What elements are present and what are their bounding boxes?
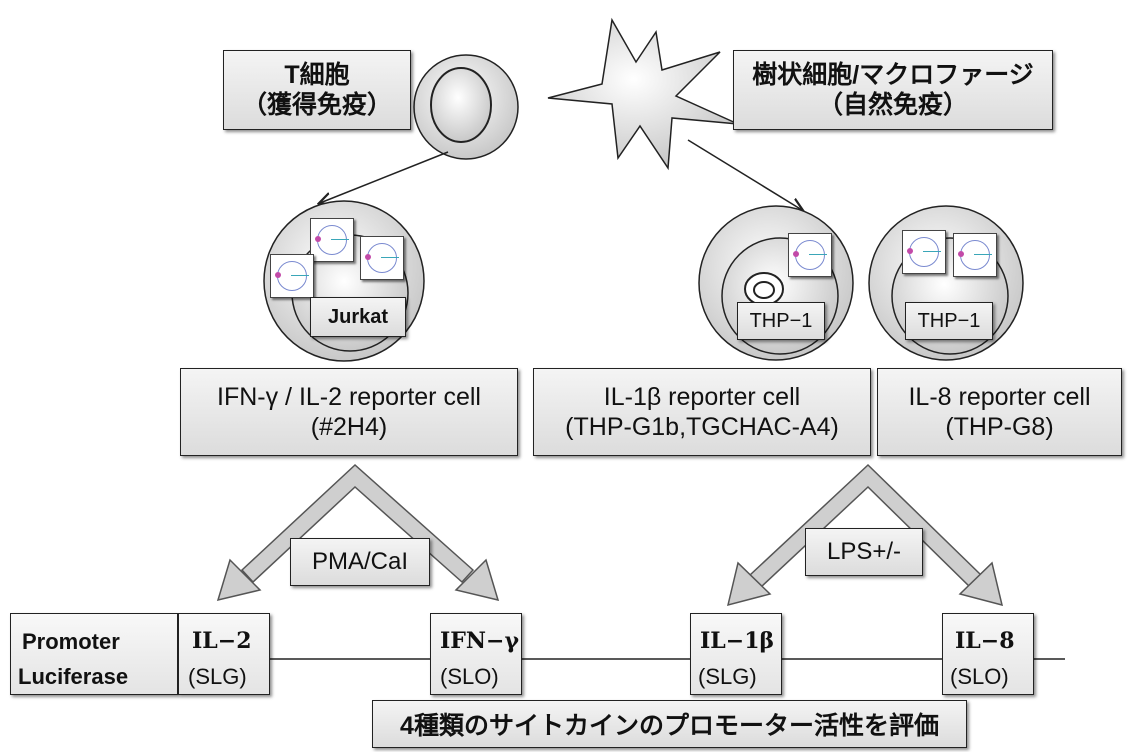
jurkat-label: Jurkat: [310, 297, 406, 337]
ifng-il2-reporter-id: (#2H4): [310, 413, 388, 441]
t-cell-label: T細胞 （獲得免疫）: [223, 50, 411, 130]
loop-element: [744, 272, 784, 306]
dendritic-cell-label: 樹状細胞/マクロファージ （自然免疫）: [733, 50, 1053, 130]
plasmid-map-icon: [953, 233, 997, 277]
target-il8-promoter: IL−8: [955, 628, 1015, 654]
stimulus-lps-label: LPS+/-: [826, 538, 902, 565]
il8-reporter-box: IL-8 reporter cell (THP-G8): [877, 368, 1122, 456]
dendritic-cell-shape: [547, 17, 739, 171]
branch-arrow-left: [216, 463, 500, 602]
row-label-box: [10, 613, 178, 695]
t-cell-title: T細胞: [284, 61, 350, 89]
target-ifng-box: [430, 613, 522, 695]
plasmid-map-icon: [270, 254, 314, 298]
plasmid-map-icon: [310, 218, 354, 262]
branch-arrow-right: [726, 463, 1004, 607]
target-il2-luciferase: (SLG): [188, 664, 247, 689]
target-il8-luciferase: (SLO): [950, 664, 1009, 689]
t-cell-subtitle: （獲得免疫）: [241, 91, 392, 119]
summary-box: 4種類のサイトカインのプロモーター活性を評価: [372, 700, 967, 748]
dendritic-cell-title: 樹状細胞/マクロファージ: [752, 61, 1034, 89]
target-il1b-promoter: IL−1β: [700, 628, 775, 654]
ifng-il2-reporter-box: IFN-γ / IL-2 reporter cell (#2H4): [180, 368, 518, 456]
target-ifng-luciferase: (SLO): [440, 664, 499, 689]
summary-text: 4種類のサイトカインのプロモーター活性を評価: [400, 712, 939, 740]
t-cell-shape: [413, 54, 519, 160]
il1b-reporter-id: (THP-G1b,TGCHAC-A4): [565, 413, 839, 441]
jurkat-label-text: Jurkat: [327, 305, 389, 328]
plasmid-map-icon: [788, 233, 832, 277]
target-il2-promoter: IL−2: [192, 628, 252, 654]
target-ifng-promoter: IFN−γ: [440, 628, 519, 654]
stimulus-pma-label: PMA/CaI: [311, 548, 409, 575]
target-il1b-luciferase: (SLG): [698, 664, 757, 689]
il1b-reporter-title: IL-1β reporter cell: [603, 383, 801, 411]
thp1-label-il8-text: THP−1: [917, 309, 981, 332]
thp1-label-il1b-text: THP−1: [749, 309, 813, 332]
ifng-il2-reporter-title: IFN-γ / IL-2 reporter cell: [217, 383, 481, 411]
il1b-reporter-box: IL-1β reporter cell (THP-G1b,TGCHAC-A4): [533, 368, 871, 456]
plasmid-map-icon: [360, 236, 404, 280]
row-label-promoter: Promoter: [22, 629, 120, 654]
row-label-luciferase: Luciferase: [18, 664, 129, 689]
thp1-label-il8: THP−1: [905, 302, 993, 340]
target-il1b-box: [690, 613, 782, 695]
dendritic-cell-subtitle: （自然免疫）: [817, 91, 968, 119]
thp1-label-il1b: THP−1: [737, 302, 825, 340]
plasmid-map-icon: [902, 230, 946, 274]
stimulus-pma-box: PMA/CaI: [290, 538, 430, 586]
stimulus-lps-box: LPS+/-: [805, 528, 923, 576]
il8-reporter-title: IL-8 reporter cell: [908, 383, 1091, 411]
target-il8-box: [942, 613, 1034, 695]
target-il2-box: [178, 613, 270, 695]
il8-reporter-id: (THP-G8): [945, 413, 1054, 441]
